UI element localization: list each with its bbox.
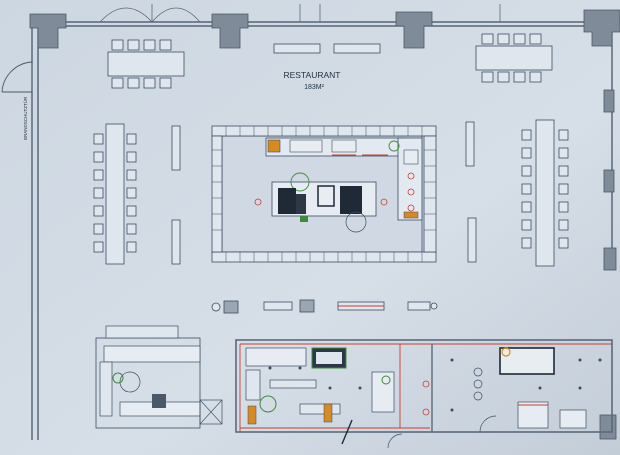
side-label: BRANDSCHUTZTÜR [22, 96, 28, 140]
entrance-door [1, 61, 33, 93]
central-island [254, 172, 388, 233]
kitchen-area [95, 325, 613, 449]
benches-right [465, 121, 477, 263]
room-area: 183M² [304, 84, 325, 91]
room-name: RESTAURANT [284, 70, 341, 80]
long-table-right [521, 119, 569, 267]
benches-left [171, 125, 181, 265]
long-table-left [93, 123, 137, 265]
table-group-top-right [475, 33, 553, 83]
floor-markers [211, 299, 438, 314]
bar-stool-dividers [212, 126, 436, 262]
pillars [29, 9, 620, 440]
top-benches [273, 43, 381, 54]
bar-equipment [267, 139, 419, 219]
table-group-top-left [107, 39, 185, 89]
window-arcs [99, 4, 501, 23]
